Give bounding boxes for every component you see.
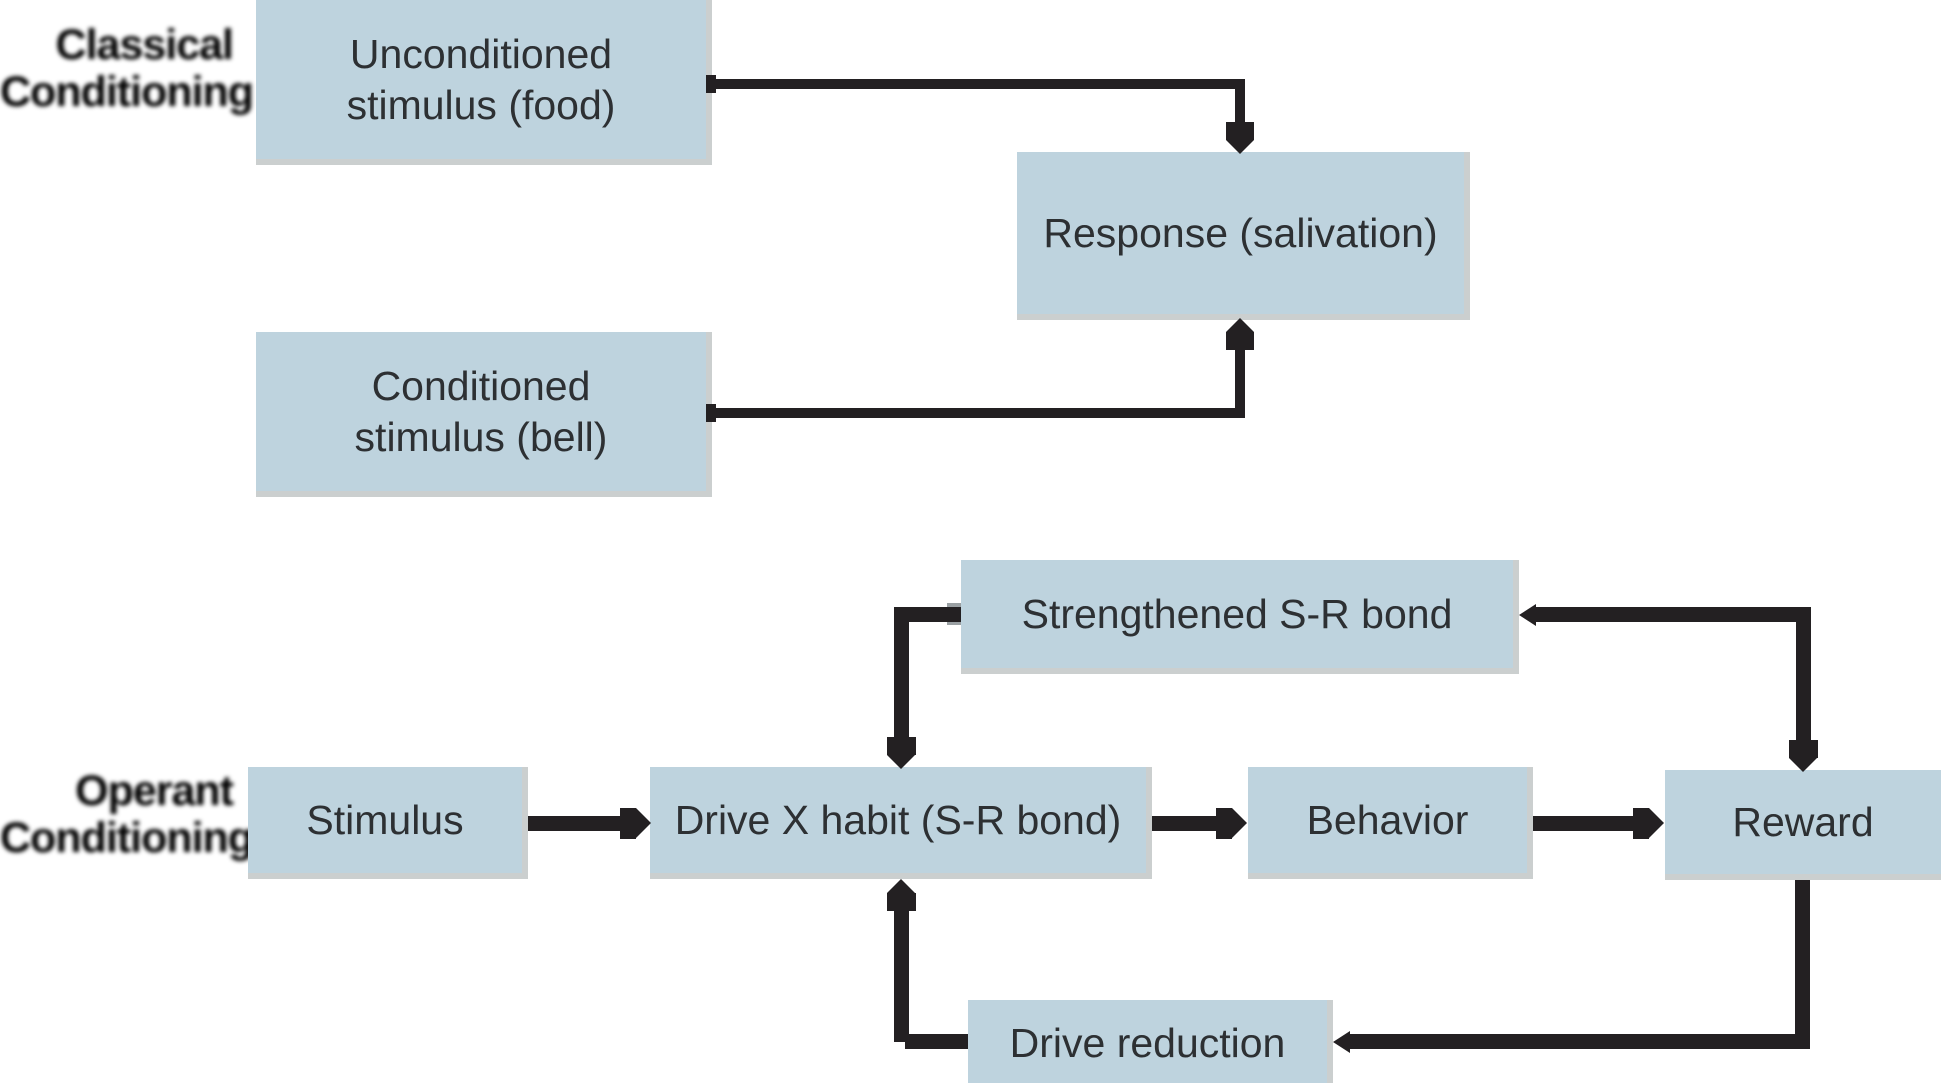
arrowhead-left-small-icon [1333,1031,1350,1053]
arrow-tail-nub [706,404,716,422]
arrow-segment-vertical [894,906,909,1042]
arrow-segment-horizontal [901,607,961,622]
arrow-segment-vertical [1796,607,1811,742]
arrow-segment-horizontal [1152,816,1218,831]
arrow-segment-horizontal [1348,1034,1810,1049]
response-label: Response (salivation) [1043,209,1438,256]
arrowhead-left-small-icon [1519,604,1536,626]
operant-label-line1: Operant [75,767,234,815]
drive-habit-label: Drive X habit (S-R bond) [674,796,1122,843]
classical-conditioning-label: Classical Conditioning [0,21,254,117]
arrow-tail-nub [706,75,716,93]
arrow-segment-vertical [1235,79,1245,126]
behavior-label: Behavior [1306,796,1469,843]
stimulus-box: Stimulus [248,767,528,879]
unconditioned-stimulus-line1: Unconditioned [349,31,613,78]
strengthened-sr-bond-label: Strengthened S-R bond [1021,590,1453,637]
reward-box: Reward [1665,770,1941,880]
unconditioned-stimulus-box: Unconditioned stimulus (food) [256,0,712,165]
classical-label-line1: Classical [55,21,234,69]
conditioned-stimulus-line1: Conditioned [371,363,591,410]
response-box: Response (salivation) [1017,152,1470,320]
arrow-segment-horizontal [712,79,1245,89]
arrow-segment-horizontal [1533,816,1635,831]
conditioned-stimulus-line2: stimulus (bell) [354,413,608,460]
stimulus-label: Stimulus [306,796,464,843]
drive-reduction-label: Drive reduction [1009,1020,1286,1066]
unconditioned-stimulus-line2: stimulus (food) [346,81,616,128]
arrow-segment-horizontal [712,408,1245,418]
classical-label-line2: Conditioning [0,68,254,117]
conditioned-stimulus-box: Conditioned stimulus (bell) [256,332,712,497]
arrow-segment-vertical [1795,880,1810,1042]
arrow-segment-horizontal [528,816,622,831]
drive-reduction-box: Drive reduction [968,1000,1333,1083]
arrow-segment-horizontal [1534,607,1811,622]
drive-habit-box: Drive X habit (S-R bond) [650,767,1152,879]
strengthened-sr-bond-box: Strengthened S-R bond [961,560,1519,674]
arrow-segment-horizontal [905,1034,968,1049]
operant-conditioning-label: Operant Conditioning [0,767,254,863]
arrow-segment-vertical [1235,348,1245,418]
arrow-segment-vertical [894,607,909,740]
reward-label: Reward [1732,798,1874,845]
behavior-box: Behavior [1248,767,1533,879]
operant-label-line2: Conditioning [0,814,254,863]
